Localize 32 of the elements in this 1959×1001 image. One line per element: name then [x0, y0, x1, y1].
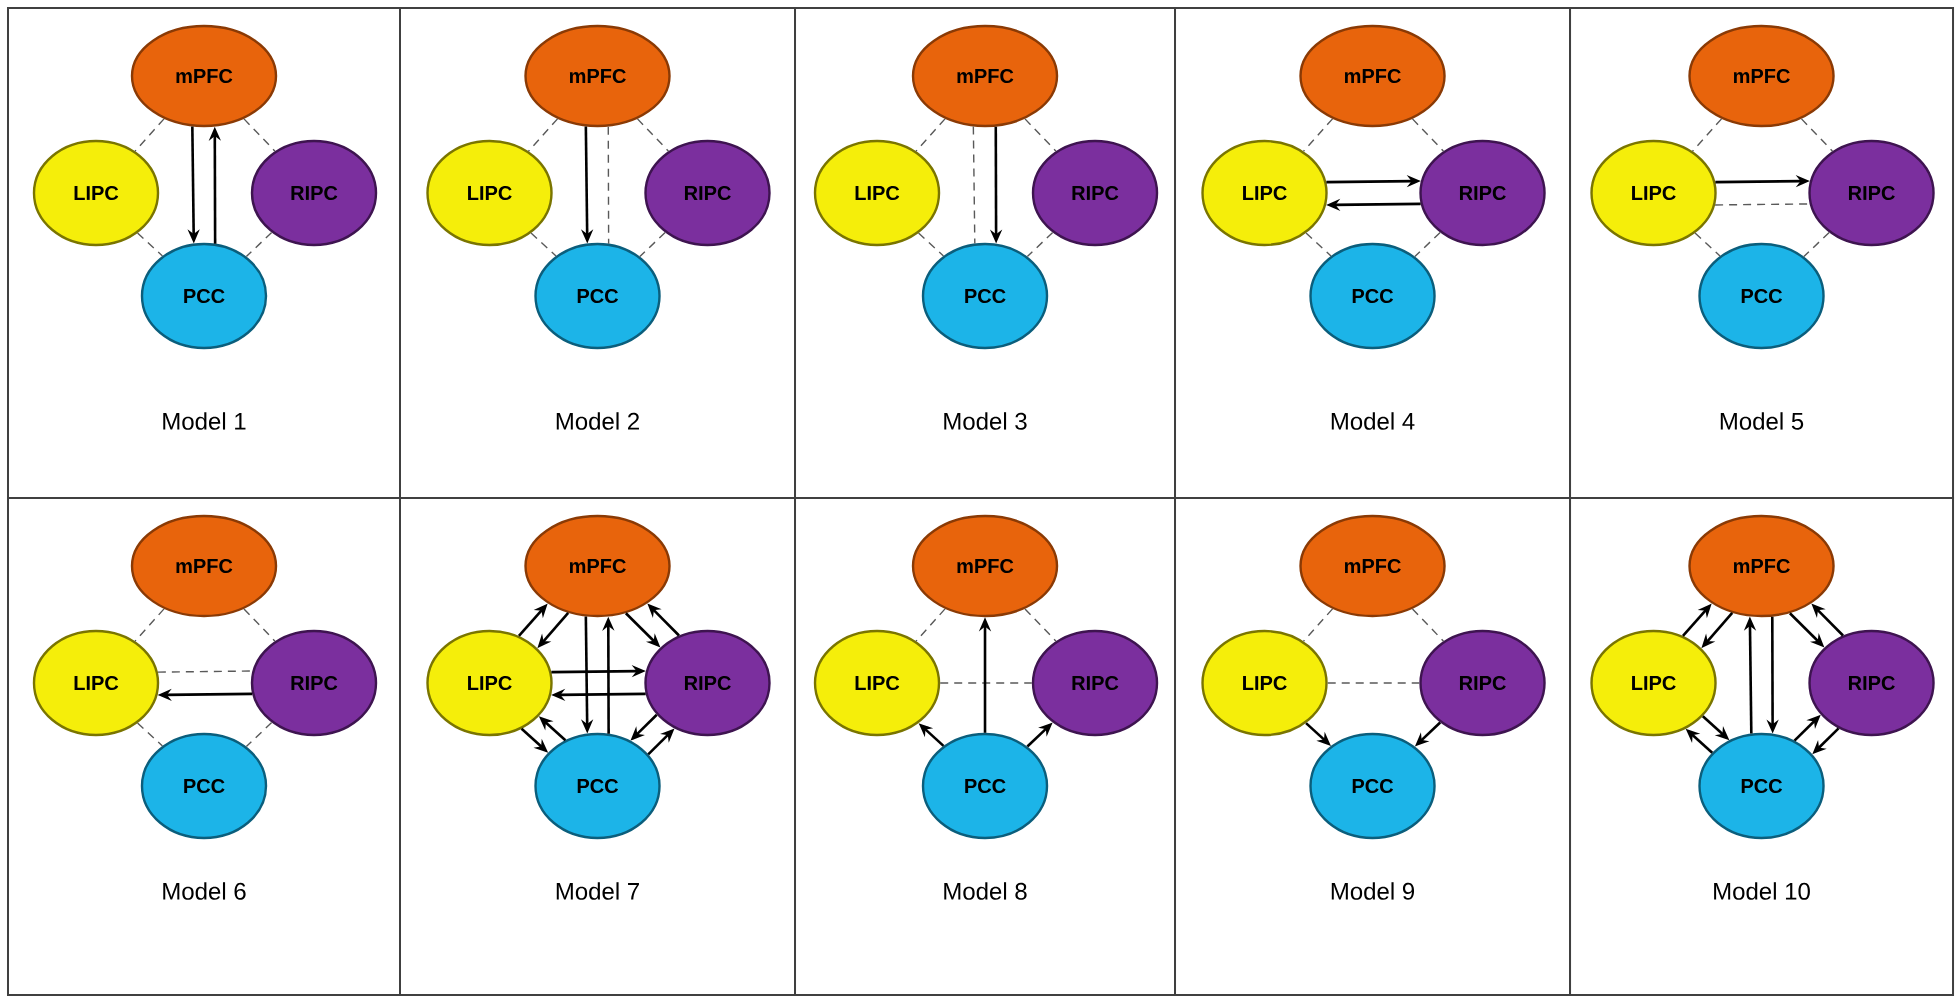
dashed-line: [1305, 232, 1332, 257]
dashed-line: [636, 118, 670, 152]
dashed-line: [243, 118, 276, 152]
dashed-line: [243, 608, 276, 642]
dashed-line: [607, 125, 610, 245]
dashed-line: [1411, 118, 1445, 152]
dashed-line: [530, 232, 557, 257]
dashed-line: [527, 118, 559, 152]
dashed-line: [1411, 608, 1445, 642]
dashed-line: [1691, 118, 1723, 152]
dashed-line: [1024, 608, 1057, 642]
dashed-line: [245, 231, 273, 258]
dashed-line: [915, 608, 946, 642]
dashed-line: [939, 682, 1033, 684]
dashed-line: [1800, 118, 1834, 152]
dashed-line: [134, 118, 165, 152]
dashed-line: [245, 721, 273, 748]
dashed-line: [134, 608, 165, 642]
dashed-line: [917, 232, 945, 257]
dashed-line: [1302, 118, 1334, 152]
dashed-line: [1024, 118, 1057, 152]
dashed-line: [915, 118, 946, 152]
dashed-line: [1414, 231, 1441, 258]
dashed-line: [136, 722, 164, 747]
dashed-line: [1302, 608, 1334, 642]
dashed-line: [1327, 682, 1420, 684]
dashed-line: [639, 231, 666, 258]
dashed-line: [1026, 231, 1054, 258]
dashed-line: [1803, 231, 1830, 258]
dashed-line: [1694, 232, 1721, 257]
dashed-line: [136, 232, 164, 257]
dashed-line: [972, 125, 976, 245]
